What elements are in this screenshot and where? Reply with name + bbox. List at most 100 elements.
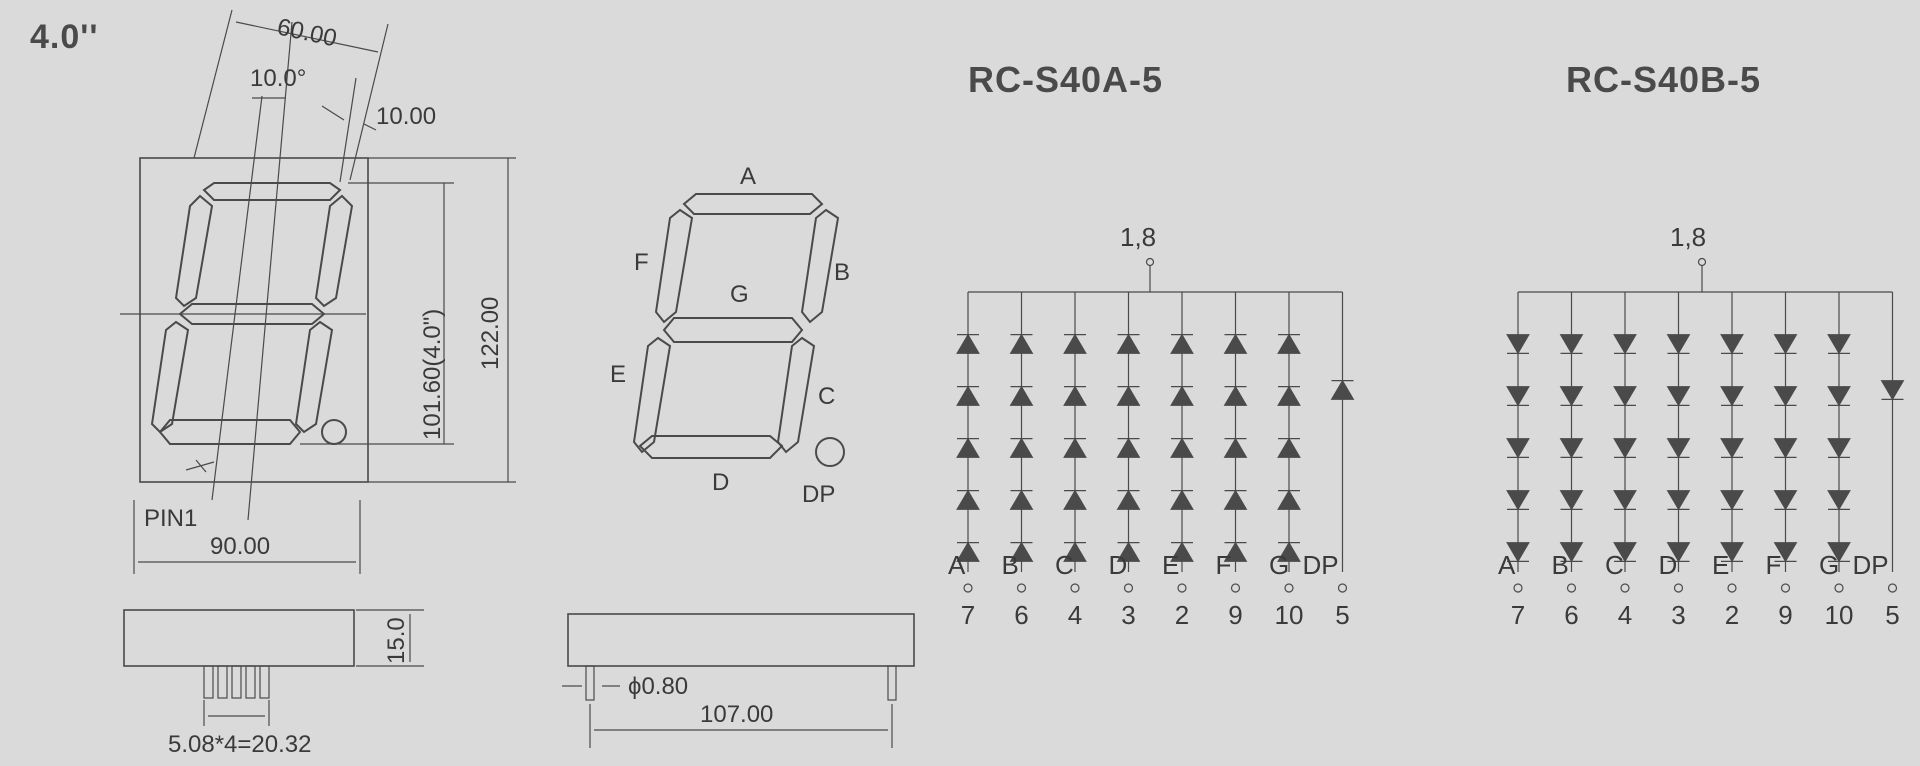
side-body (123, 609, 355, 667)
pin-number: 6 (1014, 600, 1028, 630)
segment-pin-label: F (1766, 550, 1782, 580)
led-diode (1277, 541, 1301, 562)
dim-pin-diameter: ϕ0.80 (628, 673, 688, 700)
led-diode (1223, 333, 1248, 354)
pin-terminal (963, 583, 973, 593)
dp-dot (815, 437, 845, 467)
pin-number: 3 (1121, 600, 1135, 630)
led-diode (1666, 438, 1691, 459)
led-diode (1827, 490, 1851, 511)
led-diode (1063, 489, 1087, 510)
segment-pin-label: G (1269, 550, 1289, 580)
pin-terminal (1673, 583, 1684, 593)
led-diode (1666, 386, 1691, 407)
segment-pin-label: B (1002, 550, 1019, 580)
dim-height: 122.00 (477, 297, 504, 370)
circuit-title: RC-S40B-5 (1566, 59, 1761, 100)
led-diode (1170, 333, 1194, 354)
pin-number: 7 (1511, 600, 1525, 630)
segment-pin-label: E (1162, 550, 1179, 580)
segment-pin-label: C (1605, 550, 1624, 580)
led-diode (1559, 542, 1584, 563)
common-pin-label: 1,8 (1120, 222, 1156, 252)
dim-offset: 10.00 (376, 103, 436, 130)
led-diode (1773, 334, 1798, 355)
pin-number: 3 (1671, 600, 1685, 630)
dim-length: 107.00 (700, 701, 773, 728)
pin-terminal (1566, 583, 1577, 593)
segment-pin-label: A (948, 550, 966, 580)
led-diode (1063, 437, 1087, 458)
pin-number: 6 (1564, 600, 1578, 630)
label-seg-f: F (634, 249, 649, 276)
label-seg-b: B (834, 259, 850, 286)
dim-angle: 10.0° (250, 65, 306, 92)
led-diode (956, 541, 980, 562)
led-diode (1009, 437, 1034, 458)
front-digit (150, 182, 354, 445)
label-seg-a: A (740, 163, 756, 190)
pin-terminal (1620, 583, 1630, 593)
pin-terminal (1230, 583, 1241, 593)
pin-terminal (1284, 583, 1294, 593)
led-diode (1666, 334, 1691, 355)
segment-diagram: A B C D E F G DP (610, 163, 850, 508)
dim-pitch: 5.08*4=20.32 (168, 731, 311, 758)
segment-pin-label: D (1109, 550, 1128, 580)
led-diode (1009, 489, 1034, 510)
led-diode (1827, 438, 1851, 459)
segment-pin-label: G (1819, 550, 1839, 580)
led-diode (1116, 385, 1141, 406)
pin-terminal (1123, 583, 1134, 593)
led-diode (1827, 386, 1851, 407)
segment-pin-label: B (1552, 550, 1569, 580)
pin-number: 10 (1825, 600, 1854, 630)
pin-number: 2 (1175, 600, 1189, 630)
led-diode (1009, 541, 1034, 562)
bottom-view: ϕ0.80 107.00 (562, 613, 915, 748)
led-diode (1170, 437, 1194, 458)
led-diode (1666, 490, 1691, 511)
led-diode (1613, 334, 1637, 355)
led-diode (1613, 542, 1637, 563)
led-diode (1223, 385, 1248, 406)
led-diode (956, 489, 980, 510)
led-diode (1827, 334, 1851, 355)
pin-number: 9 (1778, 600, 1792, 630)
pin-terminal (1337, 583, 1348, 593)
led-diode (1506, 334, 1530, 355)
segment-pin-label: F (1216, 550, 1232, 580)
label-seg-g: G (730, 281, 749, 308)
size-label: 4.0'' (30, 18, 98, 56)
label-seg-d: D (712, 469, 729, 496)
common-pin-terminal (1697, 257, 1707, 267)
led-diode (1506, 386, 1530, 407)
led-diode (1116, 437, 1141, 458)
led-diode (1170, 385, 1194, 406)
front-dp-dot (321, 419, 347, 445)
led-diode (1223, 541, 1248, 562)
segment-pin-label: DP (1303, 550, 1339, 580)
led-diode (1773, 438, 1798, 459)
pin-number: 5 (1885, 600, 1899, 630)
led-diode (1170, 541, 1194, 562)
pin-number: 9 (1228, 600, 1242, 630)
led-diode (1506, 438, 1530, 459)
segment-pin-label: C (1055, 550, 1074, 580)
bottom-body (567, 613, 915, 667)
segment-pin-label: D (1659, 550, 1678, 580)
label-seg-c: C (818, 383, 835, 410)
led-diode (1559, 490, 1584, 511)
led-diode (1613, 386, 1637, 407)
segment-pin-label: E (1712, 550, 1729, 580)
led-diode (1880, 380, 1905, 401)
led-diode (1773, 542, 1798, 563)
led-diode (1223, 489, 1248, 510)
led-diode (1613, 438, 1637, 459)
led-diode (1773, 490, 1798, 511)
led-diode (1063, 333, 1087, 354)
led-diode (1223, 437, 1248, 458)
